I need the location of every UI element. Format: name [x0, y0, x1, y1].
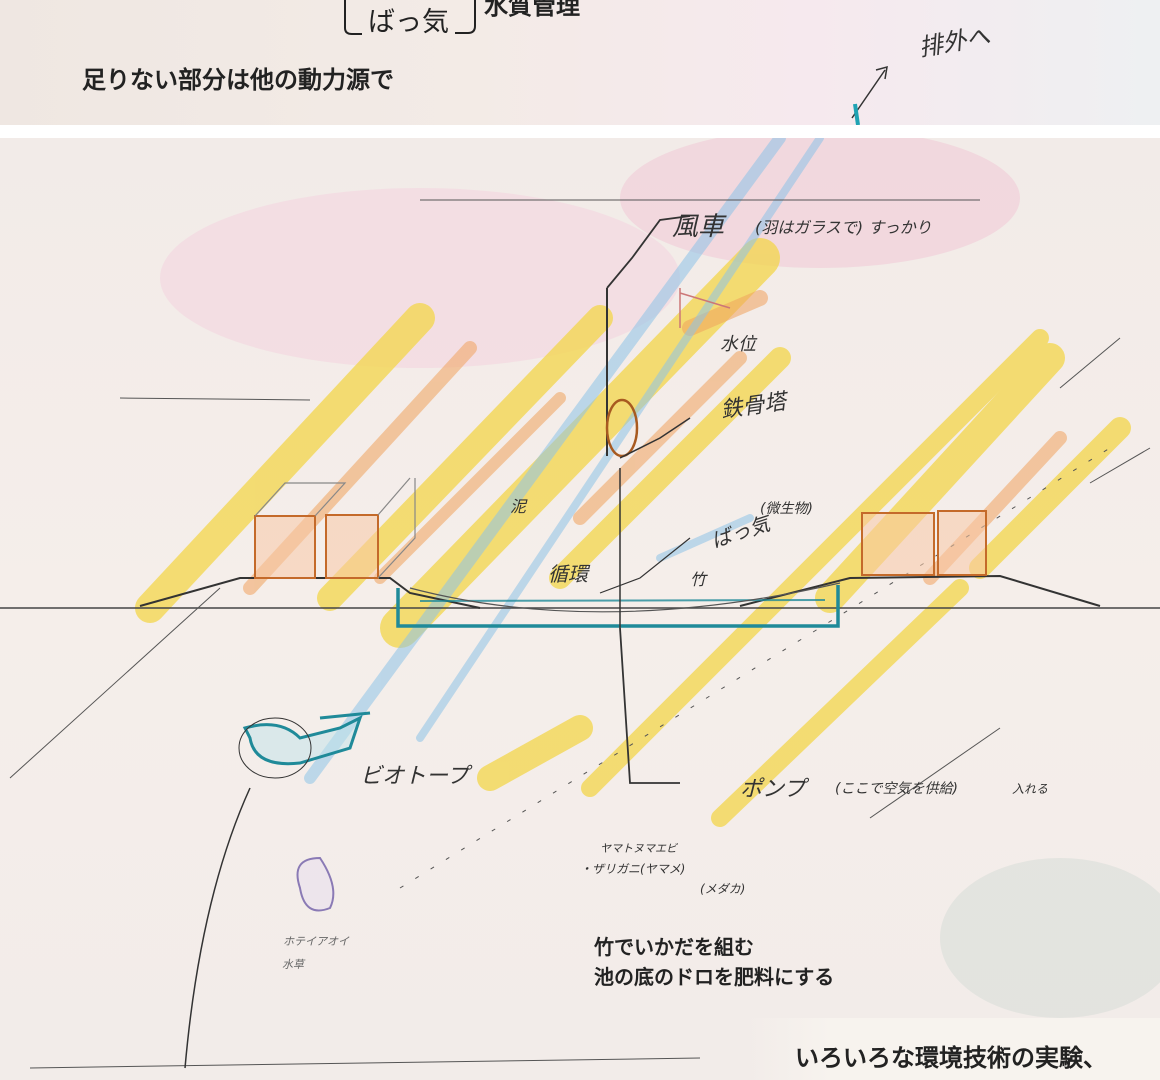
top-panel-sketch: [344, 0, 888, 125]
water-level-label: 水位: [720, 334, 756, 355]
caption-line1: 竹でいかだを組む: [594, 935, 754, 959]
left-note2: 水草: [282, 958, 304, 971]
bottom-note2: ・ザリガニ(ヤマメ): [580, 862, 686, 876]
pond-outline: [396, 585, 840, 628]
right-houses: [861, 510, 987, 576]
mud-label: 泥: [510, 497, 527, 516]
left-houses: [254, 514, 379, 579]
top-caption: 足りない部分は他の動力源で: [82, 66, 394, 94]
pond-sketch: [0, 138, 1160, 1069]
top-panel: ばっ気 水質管理 足りない部分は他の動力源で 排外へ: [0, 0, 1160, 125]
windmill-label: 風車: [672, 212, 725, 242]
biotope-label: ビオトープ: [360, 764, 469, 789]
pump-label: ポンプ: [740, 777, 806, 802]
bracket-suffix: 水質管理: [484, 0, 580, 20]
pump-note: (ここで空気を供給): [835, 781, 958, 797]
bottom-note1: ヤマトヌマエビ: [600, 842, 677, 855]
aeration-note: (微生物): [760, 501, 813, 517]
bracket-label: ばっ気: [368, 7, 449, 38]
pump-note2: 入れる: [1012, 782, 1049, 796]
bamboo-label: 竹: [690, 570, 707, 589]
blue-strokes: [304, 138, 824, 784]
footer-backdrop: [748, 1018, 1160, 1080]
panel-divider: [0, 125, 1160, 138]
yellow-strokes: [135, 238, 1131, 827]
caption-line2: 池の底のドロを肥料にする: [594, 965, 835, 989]
main-panel: 風車 (羽はガラスで) すっかり 水位 鉄骨塔 ばっ気 (微生物) 泥 循環 竹…: [0, 138, 1160, 1080]
cycle-label: 循環: [548, 562, 588, 586]
bottom-note3: (メダカ): [700, 882, 746, 896]
windmill-tower: [599, 215, 691, 784]
windmill-note: (羽はガラスで) すっかり: [755, 218, 932, 237]
left-note1: ホテイアオイ: [283, 935, 349, 948]
footer-text: いろいろな環境技術の実験、: [795, 1043, 1107, 1072]
